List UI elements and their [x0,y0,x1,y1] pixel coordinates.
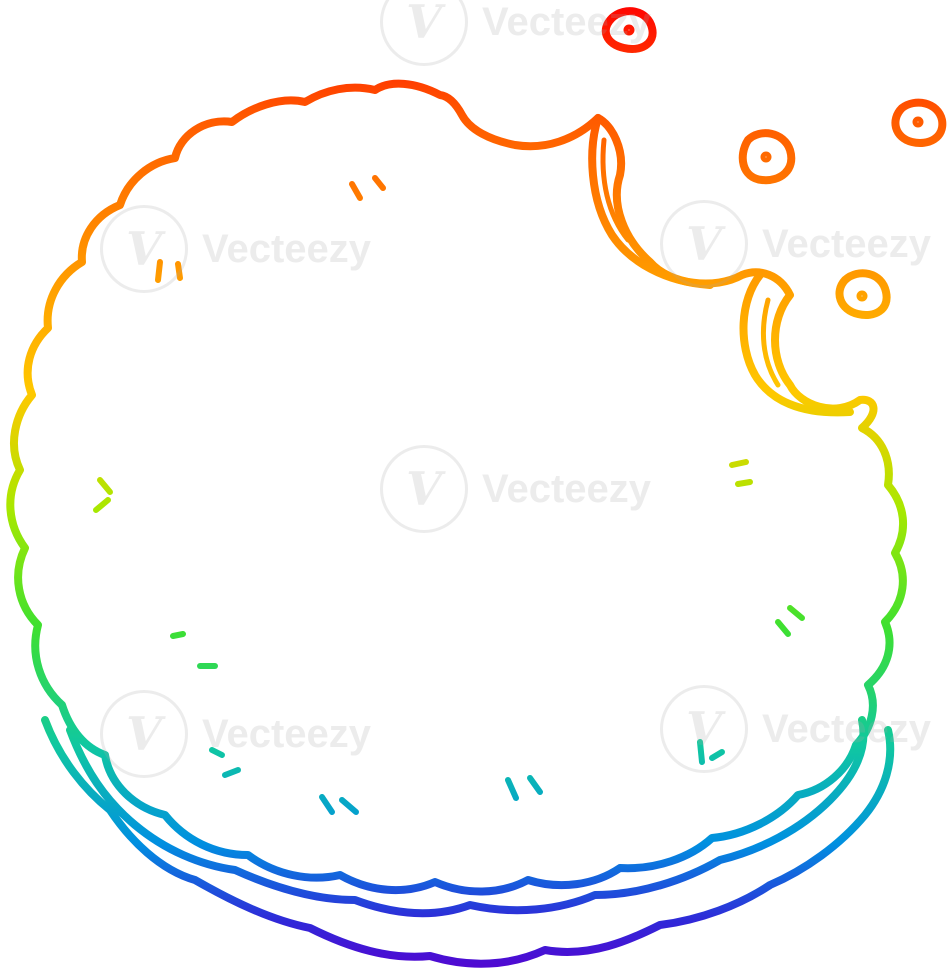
cookie-bottom-layer-outline [41,716,895,968]
bite-edge-upper [588,114,714,289]
texture-marks [93,175,805,815]
crumbs [601,7,947,319]
crumb-1 [601,7,657,53]
crumb-1-hole [623,24,635,36]
cookie-top-outline [6,79,908,896]
bite-edge-lower [739,271,854,417]
cookie-middle-layer-outline [66,716,868,918]
crumb-3 [891,98,947,147]
crumb-4-hole [856,290,868,302]
bite-edge-upper-inner [600,137,631,243]
crumb-4 [835,269,891,319]
bite-edge-lower-inner [760,297,781,388]
crumb-3-hole [912,116,924,128]
crumb-2-hole [760,151,772,163]
crumb-2 [738,129,796,185]
